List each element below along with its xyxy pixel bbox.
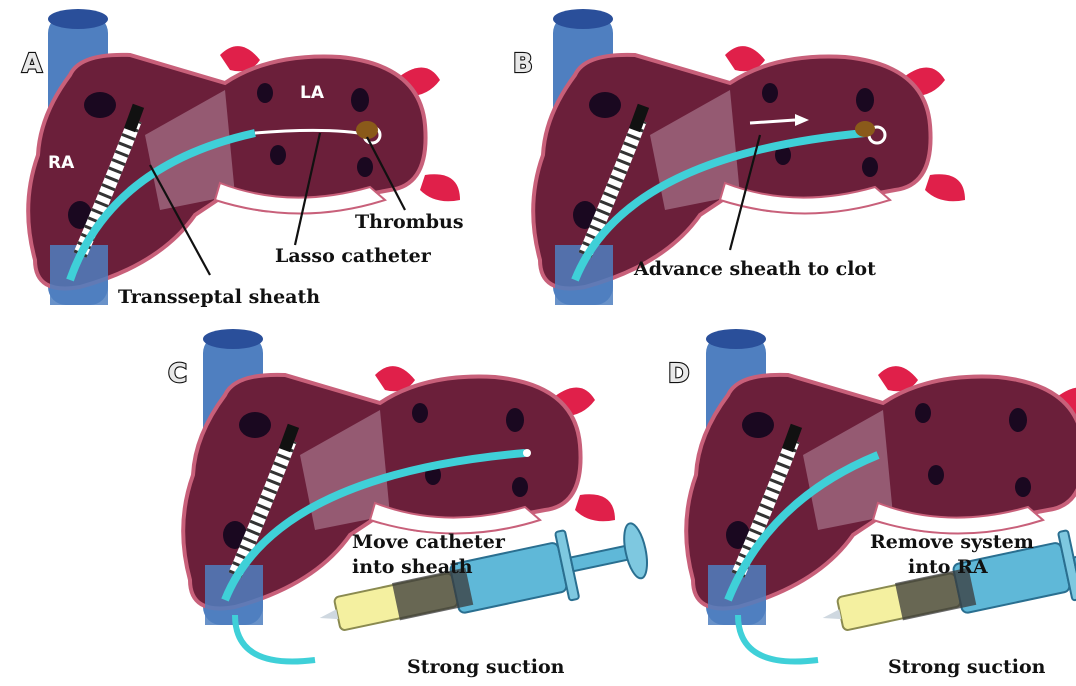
thrombus-mark: [356, 121, 378, 139]
panel-a-letter: A: [22, 49, 42, 79]
callout-strong-suction-c: Strong suction: [407, 656, 565, 678]
callout-transseptal-sheath: Transseptal sheath: [118, 286, 320, 308]
callout-move-catheter-2: into sheath: [352, 556, 473, 578]
callout-move-catheter-1: Move catheter: [352, 531, 506, 553]
callout-advance-sheath: Advance sheath to clot: [633, 258, 876, 280]
panel-d-letter: D: [668, 359, 690, 389]
callout-strong-suction-d: Strong suction: [888, 656, 1046, 678]
callout-remove-system-2: into RA: [908, 556, 988, 578]
callout-thrombus: Thrombus: [355, 211, 464, 233]
label-ra: RA: [48, 153, 75, 173]
label-la: LA: [300, 83, 325, 103]
panel-c-letter: C: [168, 359, 187, 389]
panel-b-letter: B: [513, 49, 533, 79]
callout-remove-system-1: Remove system: [870, 531, 1034, 553]
callout-lasso-catheter: Lasso catheter: [275, 245, 432, 267]
